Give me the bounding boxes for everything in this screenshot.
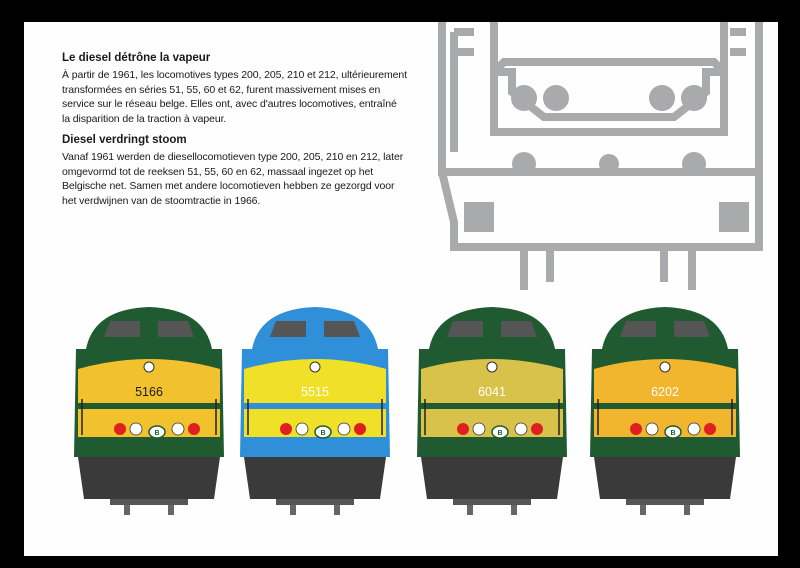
cab-roof [86, 307, 212, 349]
outline-locomotive-illustration [438, 22, 763, 290]
white-lamp-left [645, 422, 659, 436]
white-lamp-right [687, 422, 701, 436]
cab-window-left [447, 321, 483, 337]
undercarriage [78, 457, 220, 499]
buffer-beam [626, 499, 704, 505]
red-lamp-left [114, 423, 126, 435]
coupler-right [511, 505, 517, 515]
cab-roof [602, 307, 728, 349]
white-lamp-right [337, 422, 351, 436]
undercarriage [421, 457, 563, 499]
nose-stripe [419, 403, 565, 409]
coupler-left [467, 505, 473, 515]
white-lamp-left [295, 422, 309, 436]
nose-panel [78, 359, 220, 437]
cab-window-left [104, 321, 140, 337]
red-lamp-left [280, 423, 292, 435]
white-lamp-left [129, 422, 143, 436]
locomotive-number: 6202 [651, 385, 679, 399]
locomotive-number: 5515 [301, 385, 329, 399]
nose-panel [594, 359, 736, 437]
coupler-right [684, 505, 690, 515]
red-lamp-right [354, 423, 366, 435]
sncb-logo [664, 425, 682, 439]
cab-roof [429, 307, 555, 349]
handrails [81, 399, 217, 435]
handrails [424, 399, 560, 435]
coupler-left [640, 505, 646, 515]
coupler-right [168, 505, 174, 515]
cab-window-left [620, 321, 656, 337]
sncb-logo [148, 425, 166, 439]
nose-stripe [592, 403, 738, 409]
top-headlight [659, 361, 671, 373]
handrails [597, 399, 733, 435]
red-lamp-right [188, 423, 200, 435]
french-paragraph: À partir de 1961, les locomotives types … [62, 69, 407, 125]
undercarriage [244, 457, 386, 499]
dutch-heading: Diesel verdringt stoom [62, 134, 187, 146]
nose-stripe [76, 403, 222, 409]
cab-window-right [501, 321, 537, 337]
red-lamp-left [457, 423, 469, 435]
red-lamp-right [531, 423, 543, 435]
sncb-logo [314, 425, 332, 439]
coupler-right [334, 505, 340, 515]
nose-panel [421, 359, 563, 437]
white-lamp-right [514, 422, 528, 436]
white-lamp-left [472, 422, 486, 436]
sncb-logo-letter: B [497, 430, 502, 437]
cab-window-right [674, 321, 710, 337]
buffer-beam [110, 499, 188, 505]
text-block: Le diesel détrône la vapeur À partir de … [62, 52, 407, 216]
buffer-beam [276, 499, 354, 505]
undercarriage [594, 457, 736, 499]
coupler-left [124, 505, 130, 515]
locomotive-number: 5166 [135, 385, 163, 399]
top-headlight [309, 361, 321, 373]
red-lamp-left [630, 423, 642, 435]
cab-window-left [270, 321, 306, 337]
cab-window-right [158, 321, 194, 337]
coupler-left [290, 505, 296, 515]
top-headlight [143, 361, 155, 373]
sncb-logo-letter: B [154, 430, 159, 437]
locomotive-number: 6041 [478, 385, 506, 399]
french-heading: Le diesel détrône la vapeur [62, 52, 211, 64]
white-lamp-right [171, 422, 185, 436]
sncb-logo-letter: B [320, 430, 325, 437]
sncb-logo-letter: B [670, 430, 675, 437]
cab-roof [252, 307, 378, 349]
red-lamp-right [704, 423, 716, 435]
nose-stripe [242, 403, 388, 409]
postcard: Le diesel détrône la vapeur À partir de … [24, 22, 778, 556]
top-headlight [486, 361, 498, 373]
handrails [247, 399, 383, 435]
sncb-logo [491, 425, 509, 439]
buffer-beam [453, 499, 531, 505]
dutch-paragraph: Vanaf 1961 werden de diesellocomotieven … [62, 151, 404, 207]
nose-panel [244, 359, 386, 437]
cab-window-right [324, 321, 360, 337]
